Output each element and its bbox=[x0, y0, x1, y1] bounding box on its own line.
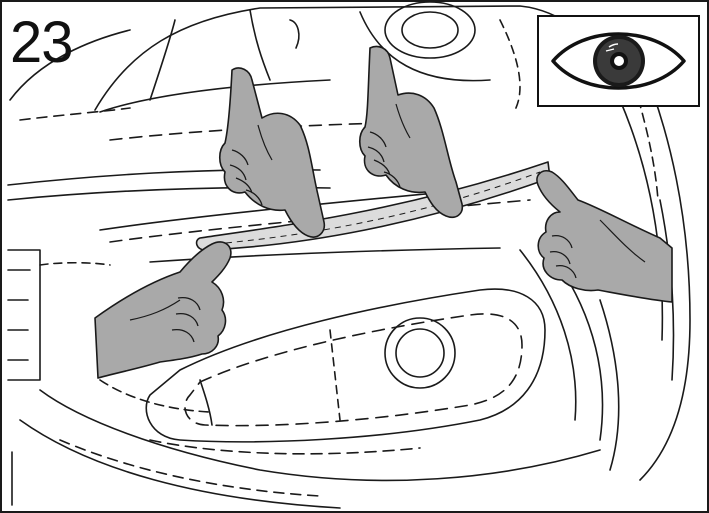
eye-icon bbox=[539, 17, 698, 105]
inspect-indicator bbox=[537, 15, 700, 107]
step-number: 23 bbox=[10, 14, 73, 72]
